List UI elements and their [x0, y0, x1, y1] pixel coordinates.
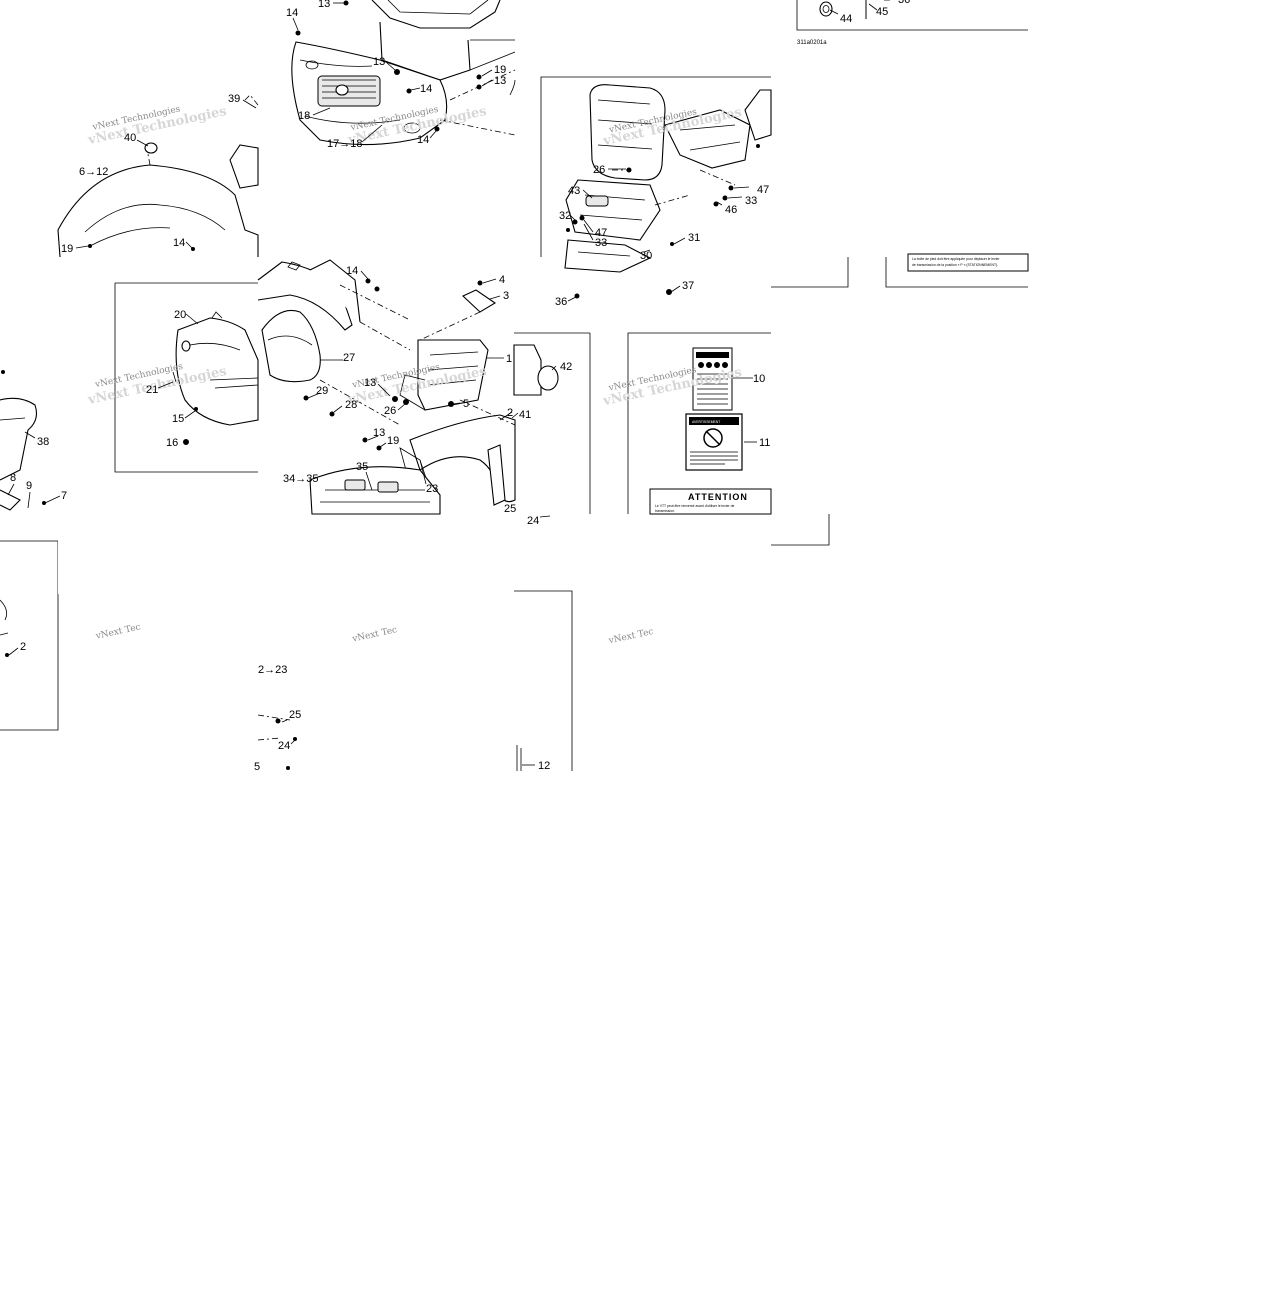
callout-42: 42	[560, 361, 572, 373]
callout-15: 15	[172, 413, 184, 425]
callout-13: 13	[364, 377, 376, 389]
callout-20: 20	[174, 309, 186, 321]
shift-decal-line-1: La boîte de pied doit être appliquée pou…	[912, 257, 1000, 261]
shift-decal-line-2: de transmission de la position « P » (ST…	[912, 263, 998, 267]
callout-14: 14	[417, 134, 429, 146]
callout-21: 21	[146, 384, 158, 396]
callout-9: 9	[26, 480, 32, 492]
leader-lines	[7, 2, 878, 766]
callout-24: 24	[278, 740, 290, 752]
callout-36: 36	[898, 0, 910, 6]
small-parts-group: 311a0201a	[797, 0, 890, 46]
callout-30: 30	[640, 250, 652, 262]
callout-43: 43	[568, 185, 580, 197]
rear-fender-group	[257, 259, 559, 515]
callout-8: 8	[10, 472, 16, 484]
callout-41: 41	[519, 409, 531, 421]
callout-28: 28	[345, 399, 357, 411]
callout-2-23: 2→23	[258, 664, 287, 676]
callout-13: 13	[373, 56, 385, 68]
tile-gaps	[0, 0, 258, 594]
callout-19: 19	[494, 64, 506, 76]
callout-31: 31	[688, 232, 700, 244]
callout-14: 14	[346, 265, 358, 277]
callout-13: 13	[373, 427, 385, 439]
callout-37: 37	[682, 280, 694, 292]
callout-19: 19	[387, 435, 399, 447]
callout-39: 39	[228, 93, 240, 105]
bottom-parts	[257, 714, 297, 770]
callout-46: 46	[725, 204, 737, 216]
watermark: vNext Tec	[607, 627, 655, 646]
callout-33: 33	[595, 237, 607, 249]
callout-25: 25	[289, 709, 301, 721]
callout-34-35: 34→35	[283, 473, 318, 485]
callout-1: 1	[506, 353, 512, 365]
callout-5: 5	[254, 761, 260, 773]
callout-3: 3	[503, 290, 509, 302]
left-edge-parts	[0, 370, 46, 657]
callout-6-12: 6→12	[79, 166, 108, 178]
callout-18: 18	[298, 110, 310, 122]
watermark: vNext Tec	[351, 625, 399, 644]
callout-12: 12	[538, 760, 550, 772]
callout-17-18: 17→18	[327, 138, 362, 150]
front-fascia-group	[291, 0, 516, 146]
callout-32: 32	[559, 210, 571, 222]
callout-47: 47	[595, 227, 607, 239]
callout-14: 14	[286, 7, 298, 19]
callout-24: 24	[527, 515, 539, 527]
reference-code: 311a0201a	[797, 40, 827, 46]
callout-35: 35	[356, 461, 368, 473]
callout-labels: 13 14 13 19 13 14 18 17→18 14 39 40 6→12…	[10, 0, 910, 773]
callout-13: 13	[318, 0, 330, 10]
inner-fender-group	[172, 311, 259, 445]
callout-16: 16	[166, 437, 178, 449]
callout-14: 14	[420, 83, 432, 95]
attention-decal-line-2: transmission.	[655, 509, 675, 513]
callout-10: 10	[753, 373, 765, 385]
panel-frames	[0, 0, 1028, 771]
callout-2: 2	[20, 641, 26, 653]
callout-29: 29	[316, 385, 328, 397]
callout-40: 40	[124, 132, 136, 144]
callout-38: 38	[37, 436, 49, 448]
callout-44: 44	[840, 13, 852, 25]
callout-33: 33	[745, 195, 757, 207]
callout-23: 23	[426, 483, 438, 495]
callout-4: 4	[499, 274, 505, 286]
watermark: vNext Tec	[94, 622, 142, 641]
front-bumper-group	[564, 84, 772, 299]
attention-decal-line-1: Le VTT peut être renversé avant d'utilis…	[655, 504, 734, 508]
front-fender-group	[57, 94, 259, 258]
callout-45: 45	[876, 6, 888, 18]
warning-decal-title: AVERTISSEMENT	[692, 420, 720, 424]
callout-11: 11	[759, 437, 770, 449]
callout-13: 13	[494, 75, 506, 87]
callout-26: 26	[384, 405, 396, 417]
attention-decal-title: ATTENTION	[688, 492, 748, 502]
callout-25: 25	[504, 503, 516, 515]
callout-27: 27	[343, 352, 355, 364]
callout-5: 5	[463, 398, 469, 410]
callout-2: 2	[507, 407, 513, 419]
decals-group: AVERTISSEMENT ATTENTION Le VTT peut être…	[516, 253, 1029, 771]
callout-7: 7	[61, 490, 67, 502]
callout-19: 19	[61, 243, 73, 255]
callout-47: 47	[757, 184, 769, 196]
callout-36: 36	[555, 296, 567, 308]
callout-14: 14	[173, 237, 185, 249]
callout-26: 26	[593, 164, 605, 176]
